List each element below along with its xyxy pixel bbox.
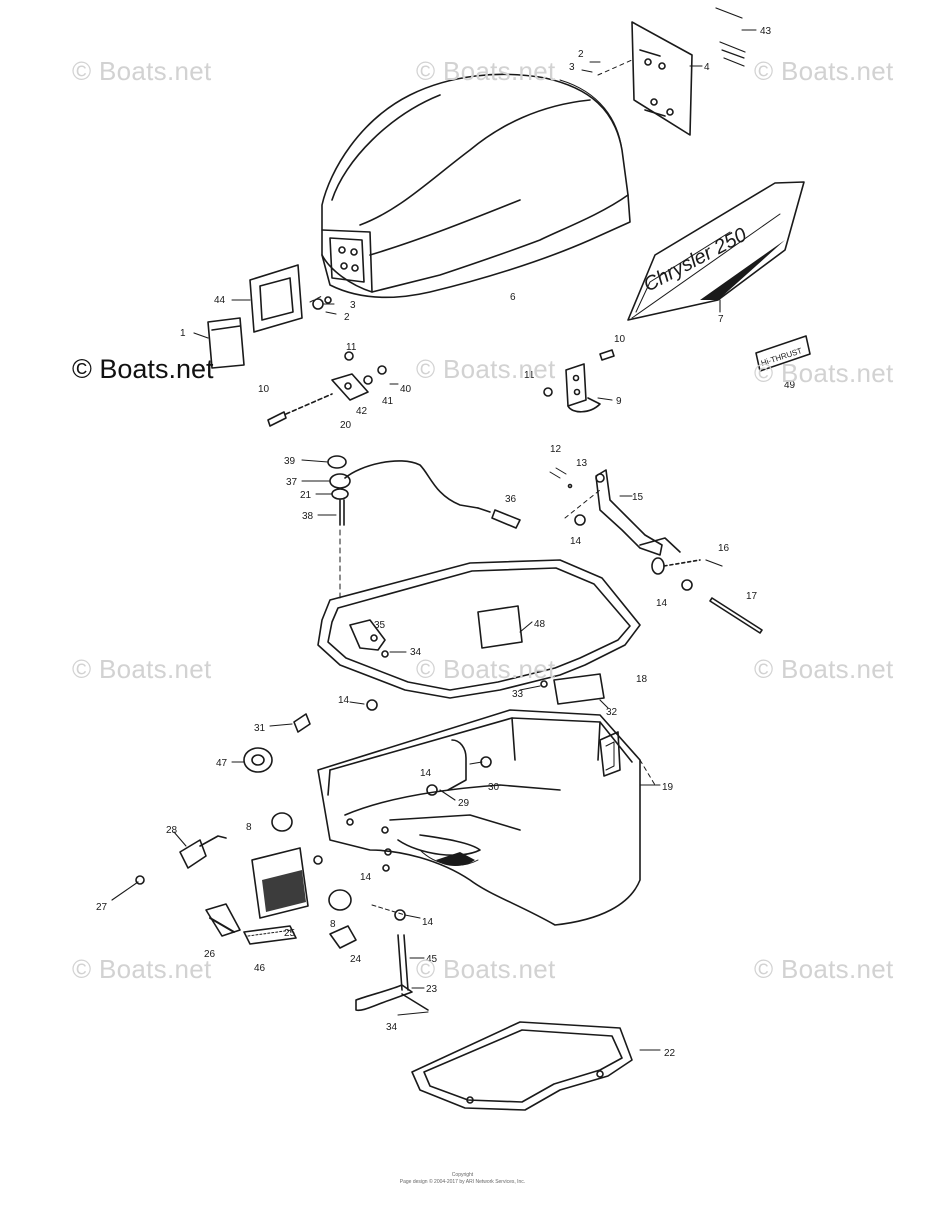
callout-number: 13 [576,458,588,469]
copyright-line: Copyright [451,1172,474,1178]
callout-number: 10 [614,334,626,345]
callout-number: 8 [246,822,252,833]
bottom-gasket [411,1021,633,1111]
callout-number: 1 [180,328,186,339]
callout-number: 11 [346,342,357,353]
engine-cover-top [321,73,631,299]
callout-number: 28 [166,825,178,836]
callout-number: 26 [204,949,216,960]
callout-number: 14 [570,536,582,547]
callout-number: 42 [356,406,368,417]
callout-number: 31 [254,723,266,734]
callout-number: 15 [632,492,644,503]
callout-number: 44 [214,295,226,306]
callout-number: 14 [360,872,372,883]
callout-number: 34 [386,1022,398,1033]
callout-number: 24 [350,954,362,965]
callout-number: 21 [300,490,312,501]
rear-bracket-plate [631,7,746,136]
callout-number: 27 [96,902,108,913]
callout-number: 48 [534,619,546,630]
fastener-parts [243,673,605,832]
callout-number: 16 [718,543,730,554]
watermark: © Boats.net [72,954,212,984]
callout-number: 35 [374,620,386,631]
callout-number: 23 [426,984,438,995]
callout-number: 18 [636,674,648,685]
callout-number: 19 [662,782,674,793]
watermark: © Boats.net [416,954,556,984]
callout-number: 30 [488,782,500,793]
callout-number: 12 [550,444,562,455]
callout-number: 17 [746,591,758,602]
callout-number: 11 [524,370,535,381]
watermark: © Boats.net [754,358,894,388]
callout-number: 8 [330,919,336,930]
callout-number: 46 [254,963,266,974]
throttle-cable [327,455,521,601]
watermark: © Boats.net [72,56,212,86]
shift-linkage [549,467,763,634]
watermark: © Boats.net [754,954,894,984]
watermark: © Boats.net [754,654,894,684]
callout-number: 22 [664,1048,676,1059]
callout-number: 14 [420,768,432,779]
callout-number: 45 [426,954,438,965]
callout-leaders [111,29,757,1051]
lower-cowl-pan [317,709,641,926]
watermark: © Boats.net [416,654,556,684]
watermark: © Boats.net [416,56,556,86]
hinge-bracket [543,349,615,413]
callout-number: 3 [569,62,575,73]
callout-number: 29 [458,798,470,809]
upper-seal [317,559,641,699]
callout-number: 49 [784,380,796,391]
latch-bracket [267,351,387,427]
callout-number: 34 [410,647,422,658]
watermark: © Boats.net [754,56,894,86]
callout-number: 33 [512,689,524,700]
callout-number: 43 [760,26,772,37]
brand-decal [627,181,805,321]
callout-number: 14 [338,695,350,706]
callout-number: 41 [382,396,394,407]
callout-number: 20 [340,420,352,431]
callout-number: 37 [286,477,298,488]
side-plate [207,264,332,369]
callout-number: 14 [656,598,668,609]
callout-number: 25 [284,928,296,939]
callout-number: 39 [284,456,296,467]
callout-number: 38 [302,511,314,522]
copyright-notice: Page design © 2004-2017 by ARI Network S… [399,1179,526,1185]
callout-number: 10 [258,384,270,395]
callout-number: 4 [704,62,710,73]
callout-number: 2 [578,49,584,60]
callout-number: 40 [400,384,412,395]
callout-number: 36 [505,494,517,505]
thrust-badge [755,335,811,372]
callout-number: 9 [616,396,622,407]
callout-number: 6 [510,292,516,303]
callout-number: 7 [718,314,724,325]
assembly-guides [309,59,656,786]
watermark: © Boats.net [416,354,556,384]
callout-number: 14 [422,917,434,928]
callout-number: 32 [606,707,618,718]
watermark-dark: © Boats.net [72,354,214,384]
callout-number: 2 [344,312,350,323]
shift-lever [355,934,429,1012]
watermark: © Boats.net [72,654,212,684]
callout-number: 47 [216,758,228,769]
side-control-parts [135,835,406,949]
callout-number: 3 [350,300,356,311]
